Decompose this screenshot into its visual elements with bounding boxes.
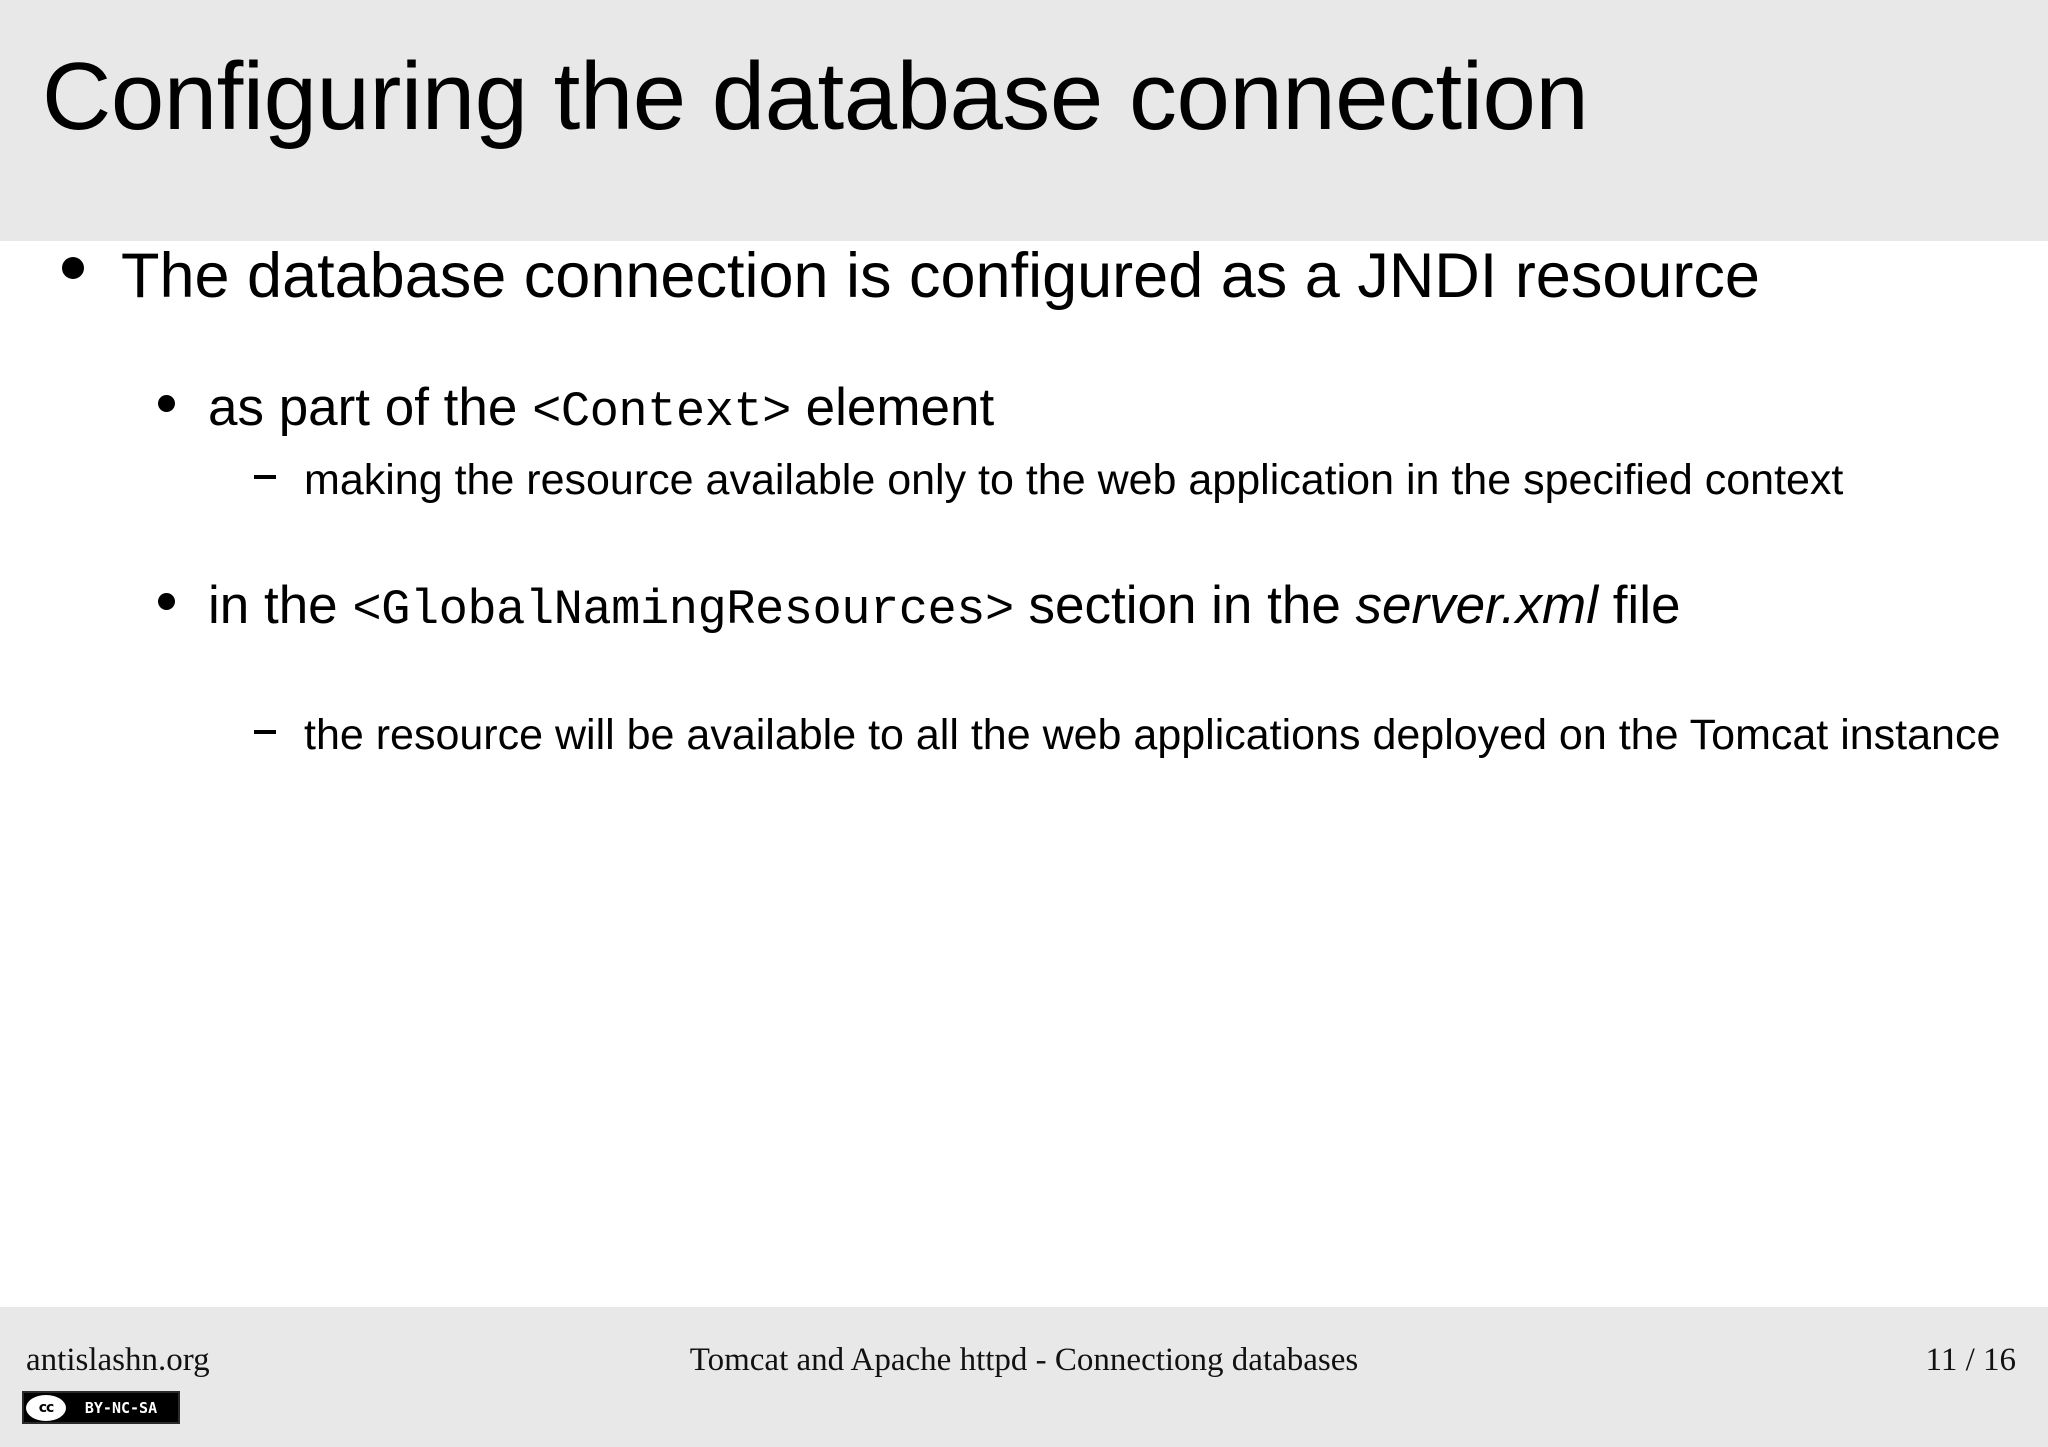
code-run-global-naming-resources: <GlobalNamingResources> bbox=[352, 582, 1014, 638]
footer-site-name: antislashn.org bbox=[26, 1342, 210, 1378]
text-run-post: element bbox=[790, 378, 995, 437]
bullet-level2-text: in the <GlobalNamingResources> section i… bbox=[208, 576, 1988, 639]
bullet-disc-icon bbox=[158, 593, 175, 610]
text-run-post: file bbox=[1597, 576, 1681, 635]
slide-footer-band: antislashn.org Tomcat and Apache httpd -… bbox=[0, 1307, 2048, 1447]
cc-terms-label: BY-NC-SA bbox=[84, 1398, 158, 1417]
bullet-disc-icon bbox=[62, 257, 84, 279]
slide-content: The database connection is configured as… bbox=[0, 241, 2048, 1307]
code-run-context: <Context> bbox=[532, 384, 791, 440]
bullet-level2-context: as part of the <Context> element bbox=[158, 378, 1988, 441]
text-run-pre: as part of the bbox=[208, 378, 533, 437]
bullet-level3-text: making the resource available only to th… bbox=[304, 456, 1844, 504]
bullet-dash-icon bbox=[254, 475, 276, 479]
italic-run-server-xml: server.xml bbox=[1355, 576, 1598, 635]
bullet-dash-icon bbox=[254, 730, 276, 734]
text-run-mid: section in the bbox=[1013, 576, 1356, 635]
slide-header-band bbox=[0, 0, 2048, 241]
bullet-disc-icon bbox=[158, 395, 175, 412]
bullet-level2-text: as part of the <Context> element bbox=[208, 378, 1988, 441]
footer-page-number: 11 / 16 bbox=[1925, 1342, 2016, 1378]
text-run-pre: in the bbox=[208, 576, 353, 635]
bullet-level1: The database connection is configured as… bbox=[62, 241, 1962, 312]
bullet-level2-global-naming-resources: in the <GlobalNamingResources> section i… bbox=[158, 576, 1988, 639]
creative-commons-license-icon: cc BY-NC-SA bbox=[22, 1391, 180, 1424]
bullet-level3-text: the resource will be available to all th… bbox=[304, 711, 2001, 759]
cc-mark-icon: cc bbox=[26, 1394, 66, 1421]
bullet-level1-text: The database connection is configured as… bbox=[121, 241, 1760, 311]
footer-deck-title: Tomcat and Apache httpd - Connectiong da… bbox=[689, 1342, 1359, 1378]
bullet-level3-context-note: making the resource available only to th… bbox=[254, 456, 2014, 506]
page-title: Configuring the database connection bbox=[42, 43, 1589, 150]
bullet-level3-global-note: the resource will be available to all th… bbox=[254, 711, 2014, 761]
